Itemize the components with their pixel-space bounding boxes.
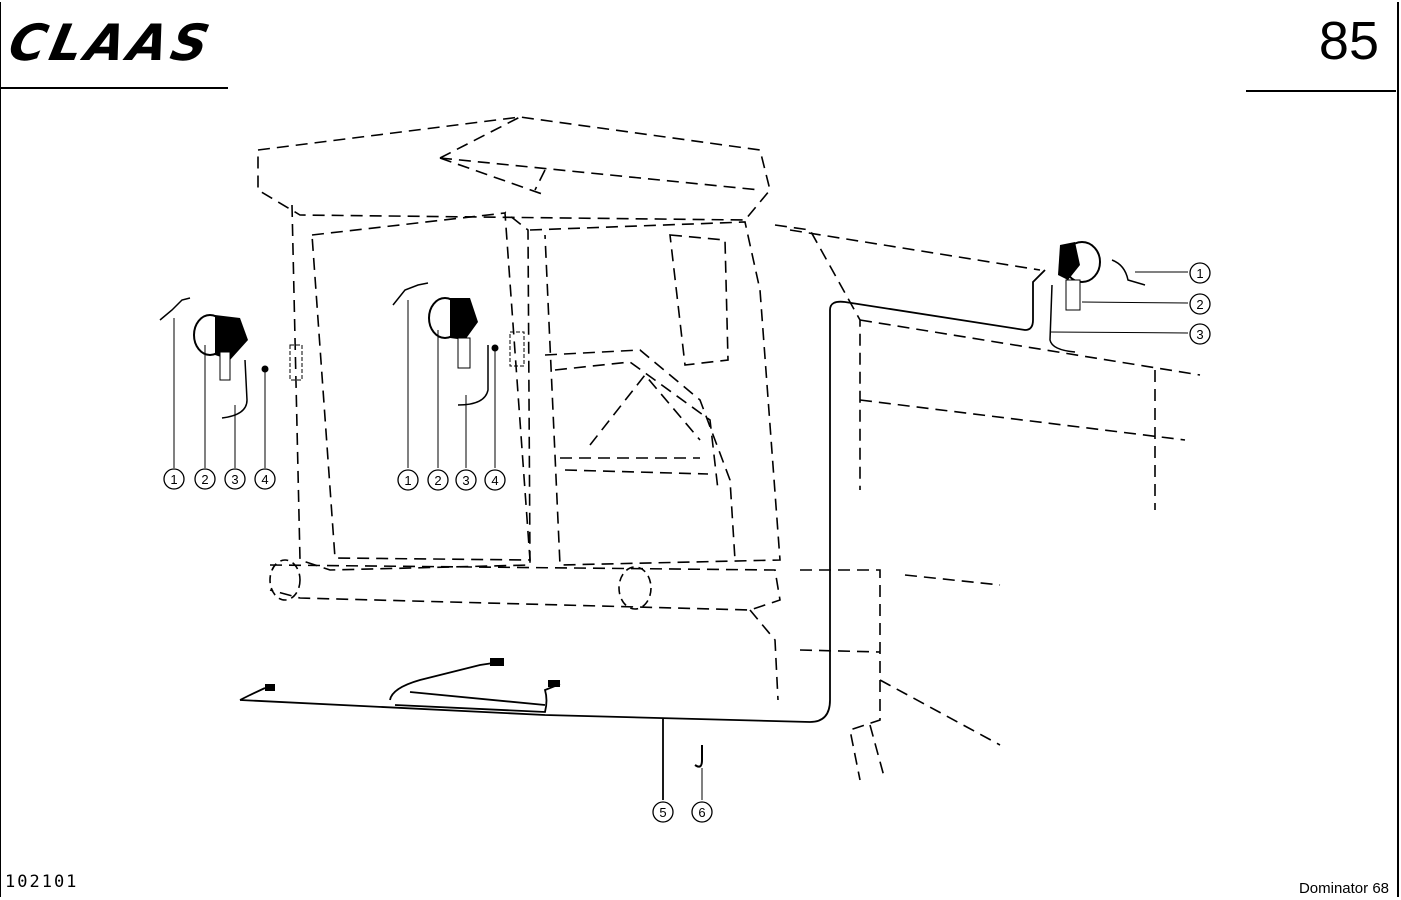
logo-underline (0, 87, 228, 89)
callout-label: 6 (698, 805, 705, 820)
callout-left-4 (254, 468, 276, 490)
callout-label: 3 (231, 472, 238, 487)
callout-left-1 (163, 468, 185, 490)
callout-center-1 (397, 469, 419, 491)
harness-connector-1 (490, 658, 504, 666)
callout-label: 5 (659, 805, 666, 820)
callout-labels: 1 2 3 4 1 2 3 4 1 2 3 5 6 (170, 266, 1203, 820)
callout-5 (652, 801, 674, 823)
document-id: 102101 (5, 872, 79, 892)
right-work-light (1049, 241, 1189, 353)
callout-center-3 (455, 469, 477, 491)
callout-label: 4 (491, 473, 498, 488)
harness-connector-2 (548, 680, 560, 687)
tube-end-left (269, 559, 301, 601)
page-number: 85 (1318, 11, 1379, 71)
callout-6 (691, 801, 713, 823)
clip-part-6 (694, 745, 703, 768)
hinge-center (509, 331, 525, 367)
callout-label: 2 (201, 472, 208, 487)
callout-label: 2 (434, 473, 441, 488)
cab-outline (257, 116, 1201, 781)
callout-label: 3 (462, 473, 469, 488)
callout-center-2 (427, 469, 449, 491)
harness-connector-3 (265, 684, 275, 691)
callout-label: 4 (261, 472, 268, 487)
callout-label: 1 (170, 472, 177, 487)
callout-label: 2 (1196, 297, 1203, 312)
callout-center-4 (484, 469, 506, 491)
callout-left-2 (194, 468, 216, 490)
callout-right-2 (1189, 293, 1211, 315)
page-number-underline (1246, 90, 1396, 92)
callout-left-3 (224, 468, 246, 490)
model-name: Dominator 68 (1298, 880, 1389, 897)
wiring-harness (239, 269, 1046, 800)
callout-label: 3 (1196, 327, 1203, 342)
callout-label: 1 (404, 473, 411, 488)
left-work-light (159, 297, 269, 468)
tube-end-right (618, 566, 652, 610)
callout-right-3 (1189, 323, 1211, 345)
center-work-light (392, 282, 499, 468)
callouts (163, 262, 1211, 823)
callout-right-1 (1189, 262, 1211, 284)
hinge-left (289, 344, 303, 381)
callout-label: 1 (1196, 266, 1203, 281)
